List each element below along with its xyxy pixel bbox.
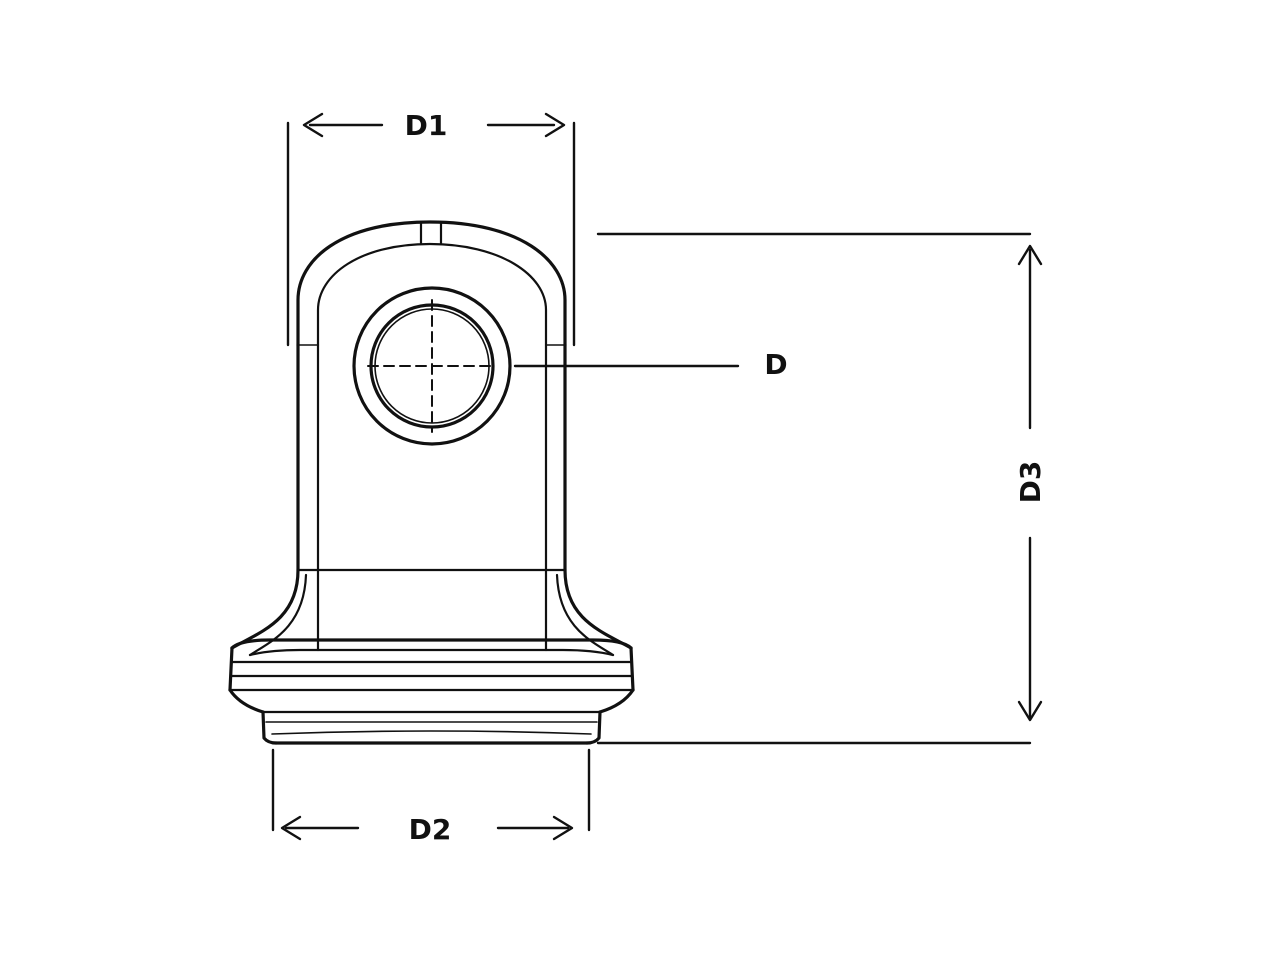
spigot-inner-line [271, 730, 592, 735]
d1-arrow-right [544, 112, 566, 138]
neck-right-inner-curve [555, 573, 615, 657]
dimension-d1: D1 [286, 109, 576, 347]
flange-right-side [629, 646, 635, 692]
d2-arrow-right [552, 815, 574, 841]
bore-outer-circle [352, 286, 512, 446]
d3-arrow-bottom [1017, 700, 1043, 722]
dimension-d: D [513, 348, 788, 381]
d2-arrow-left [280, 815, 302, 841]
taper-right [598, 688, 635, 714]
neck-left-inner-curve [248, 573, 308, 657]
eye-outer-outline [296, 220, 567, 347]
spigot-right [585, 710, 602, 745]
flange-inner-top [248, 648, 615, 657]
eye-inner-outline [316, 242, 548, 347]
d3-label: D3 [1014, 461, 1047, 504]
flange-top [230, 638, 633, 650]
spigot-left [261, 710, 278, 745]
neck-left-curve [230, 568, 300, 650]
taper-left [228, 688, 265, 714]
d2-label: D2 [409, 813, 452, 846]
d1-arrow-left [302, 112, 324, 138]
d1-label: D1 [405, 109, 448, 142]
neck-right-curve [563, 568, 633, 650]
dimension-d2: D2 [271, 748, 591, 846]
flange-left-side [228, 646, 234, 692]
d-label: D [764, 348, 787, 381]
top-notch [419, 221, 443, 245]
d3-arrow-top [1017, 244, 1043, 266]
dimension-d3: D3 [596, 232, 1047, 745]
clevis-part [228, 220, 635, 745]
